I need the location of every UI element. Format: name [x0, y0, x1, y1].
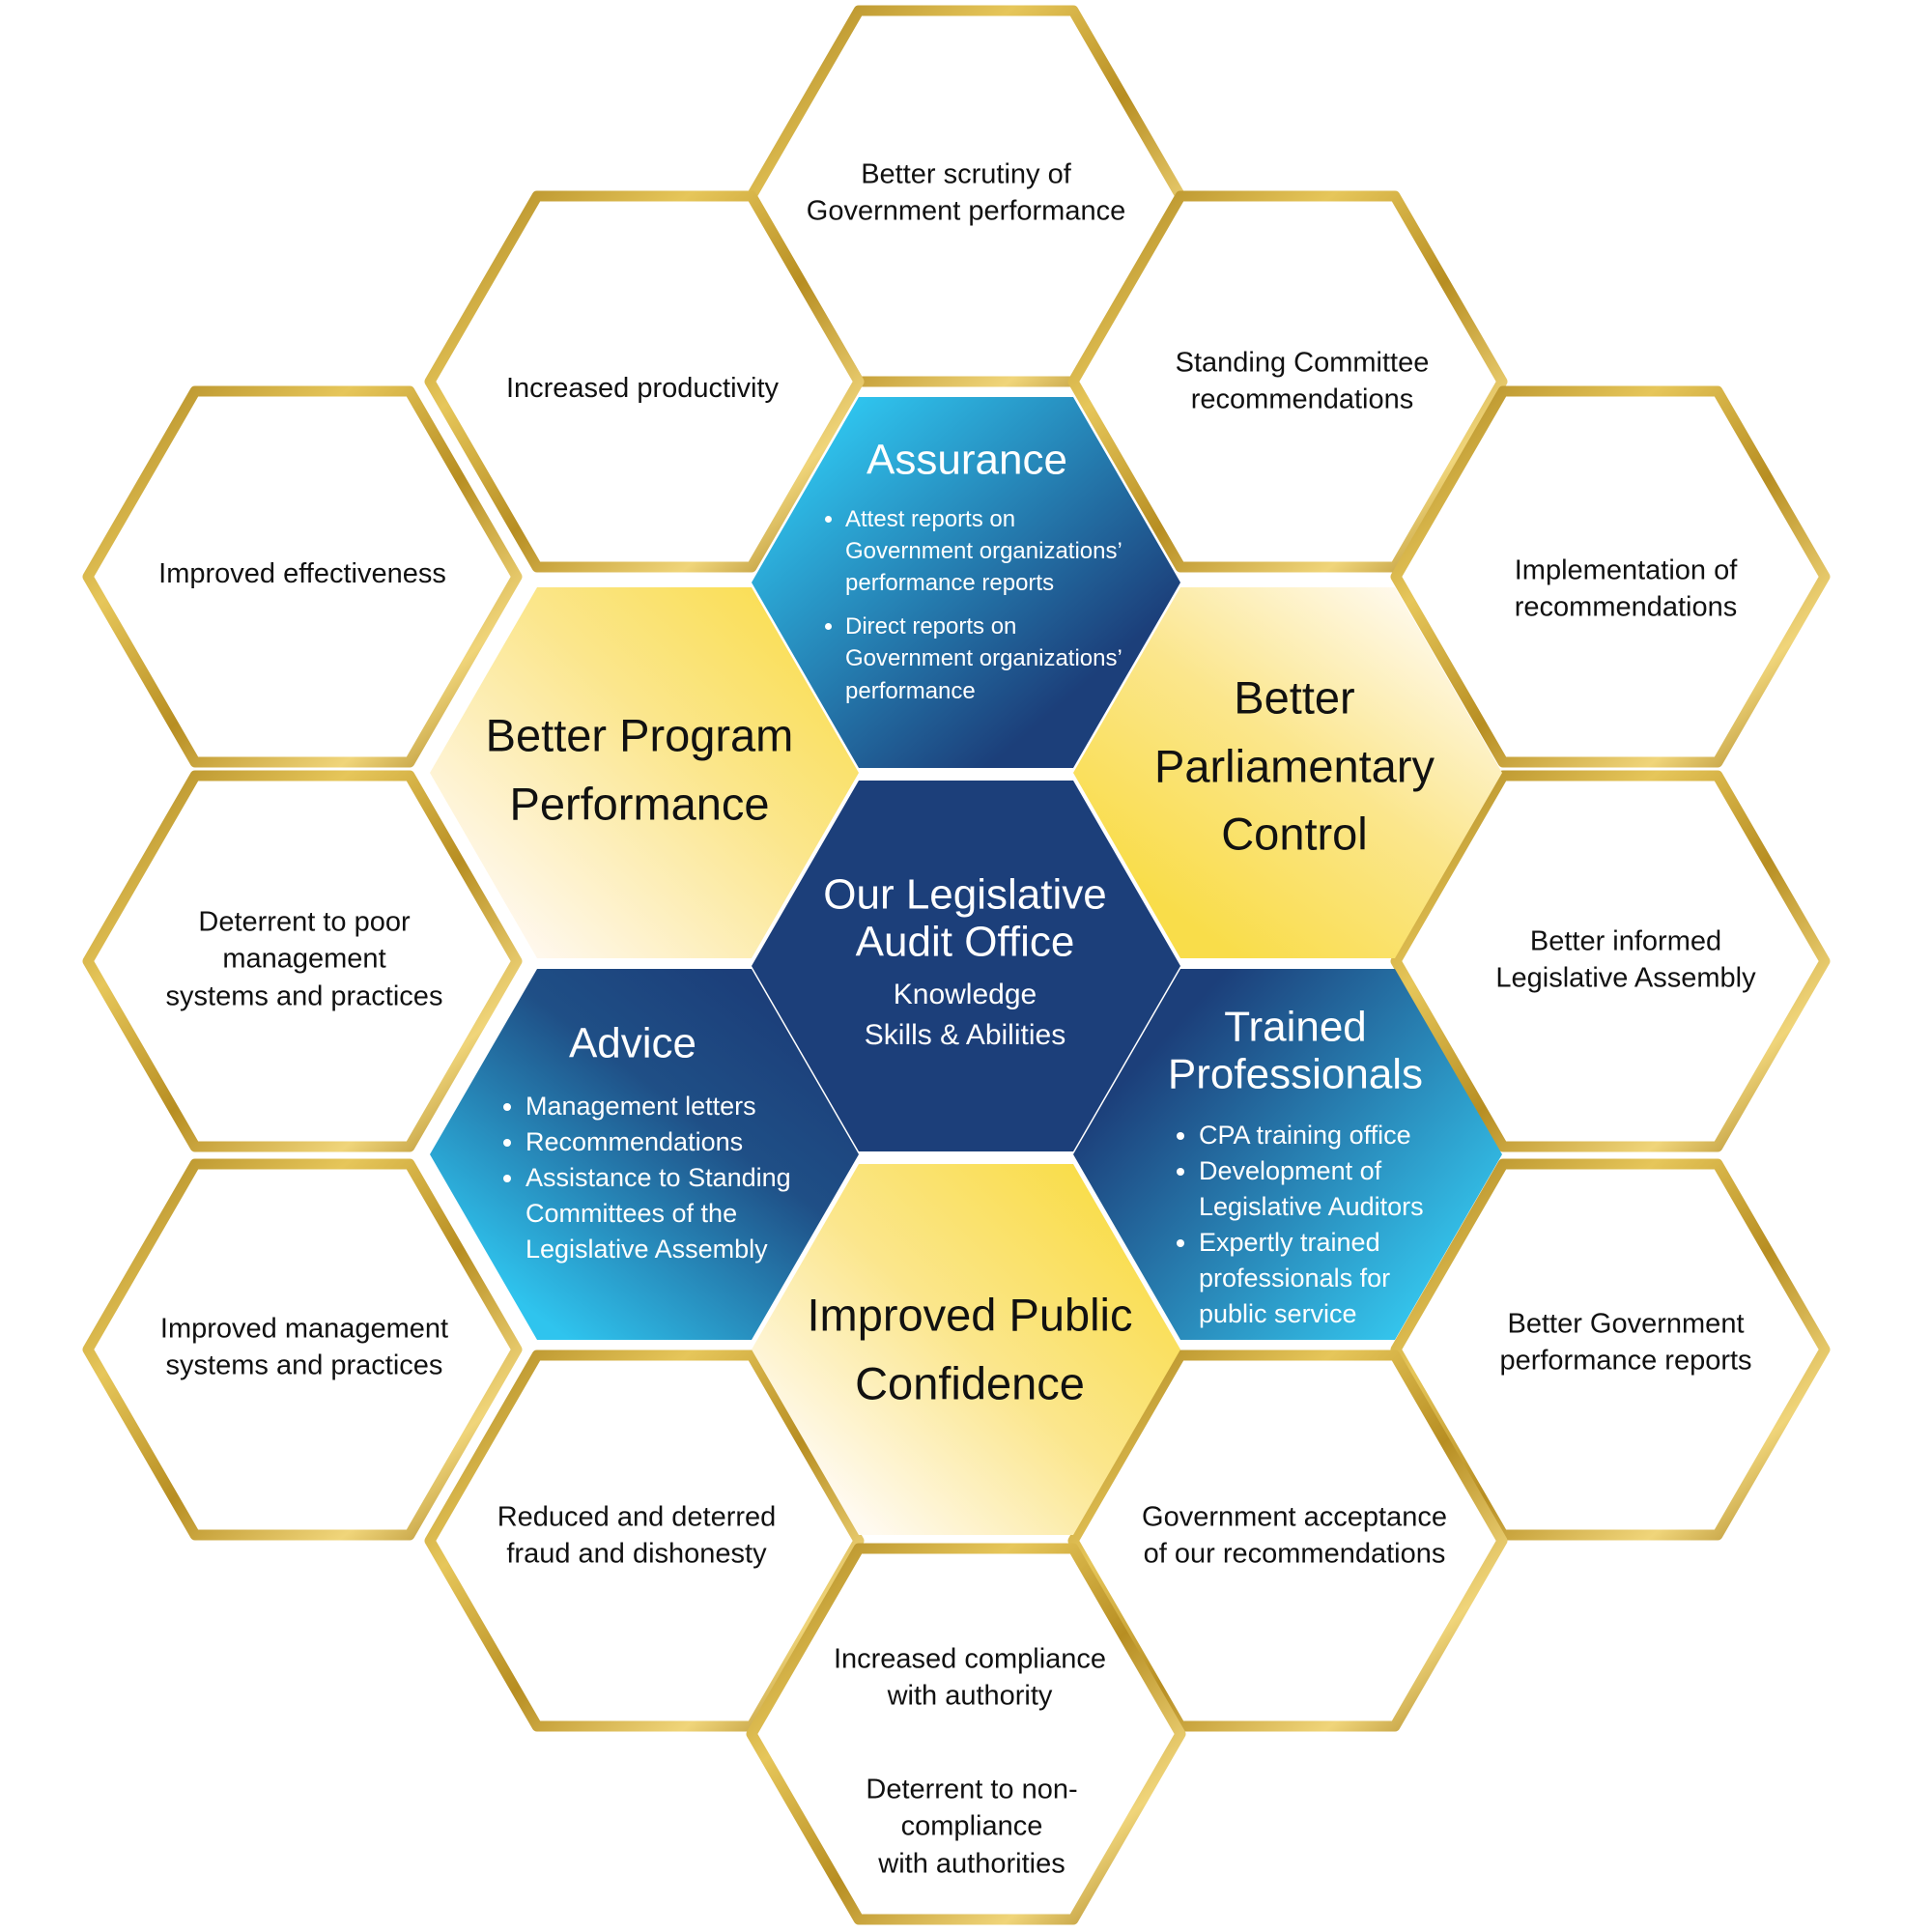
program-performance-label: Better Program Performance [485, 709, 794, 830]
center-title: Our Legislative Audit Office [823, 870, 1107, 966]
hex-public-confidence [752, 1164, 1180, 1535]
hex-parliamentary-control [1073, 587, 1502, 958]
hex-committee [1067, 190, 1508, 573]
advice-bullets: Management letters Recommendations Assis… [495, 1089, 791, 1267]
hex-program-performance [430, 587, 859, 958]
outer-hex-effectiveness: Improved effectiveness [158, 557, 446, 589]
hex-informed [1390, 770, 1831, 1152]
hex-improved-mgmt [82, 1158, 523, 1541]
advice-bullet-assistance: Assistance to Standing Committees of the… [526, 1160, 791, 1267]
hex-deterrent-poor [82, 770, 523, 1152]
hex-implementation [1390, 385, 1831, 768]
outer-hex-deterrent-poor: Deterrent to poor management systems and… [165, 906, 443, 1012]
outer-hex-productivity: Increased productivity [505, 372, 780, 404]
hex-fraud [424, 1350, 865, 1732]
hex-productivity [424, 190, 865, 573]
outer-hex-implementation: Implementation of recommendations [1514, 554, 1738, 623]
assurance-bullet-direct: Direct reports on Government organizatio… [845, 611, 1122, 706]
assurance-bullets: Attest reports on Government organizatio… [814, 503, 1122, 719]
parliamentary-control-label: Better Parliamentary Control [1154, 671, 1435, 860]
outer-hex-compliance: Increased compliance with authority [833, 1643, 1107, 1712]
trained-bullets: CPA training office Development of Legis… [1168, 1118, 1424, 1332]
outer-hex-scrutiny: Better scrutiny of Government performanc… [806, 158, 1126, 227]
assurance-bullet-attest: Attest reports on Government organizatio… [845, 503, 1122, 599]
outer-hex-committee: Standing Committee recommendations [1175, 347, 1430, 415]
hex-center [752, 781, 1180, 1151]
advice-bullet-letters: Management letters [526, 1089, 791, 1124]
center-subtitle: Knowledge Skills & Abilities [864, 979, 1066, 1051]
outer-hex-deterrent-non: Deterrent to non- compliance with author… [866, 1774, 1078, 1880]
outer-hex-gov-reports: Better Government performance reports [1499, 1308, 1752, 1377]
trained-bullet-development: Development of Legislative Auditors [1199, 1153, 1424, 1225]
trained-title: Trained Professionals [1167, 1003, 1424, 1098]
outer-hex-fraud: Reduced and deterred fraud and dishonest… [497, 1501, 777, 1570]
trained-bullet-expertly: Expertly trained professionals for publi… [1199, 1225, 1424, 1332]
hex-compliance-deterrent [746, 1543, 1186, 1925]
hex-advice [430, 969, 859, 1340]
outer-hex-informed: Better informed Legislative Assembly [1495, 925, 1756, 994]
trained-bullet-cpa: CPA training office [1199, 1118, 1424, 1153]
outer-hex-acceptance: Government acceptance of our recommendat… [1142, 1501, 1447, 1570]
hex-trained-professionals [1073, 969, 1502, 1340]
assurance-title: Assurance [867, 436, 1067, 484]
public-confidence-label: Improved Public Confidence [807, 1289, 1133, 1409]
outer-hex-improved-mgmt: Improved management systems and practice… [159, 1313, 449, 1381]
hex-effectiveness [82, 385, 523, 768]
advice-title: Advice [568, 1019, 697, 1067]
advice-bullet-recommendations: Recommendations [526, 1124, 791, 1160]
hex-assurance [752, 397, 1180, 768]
